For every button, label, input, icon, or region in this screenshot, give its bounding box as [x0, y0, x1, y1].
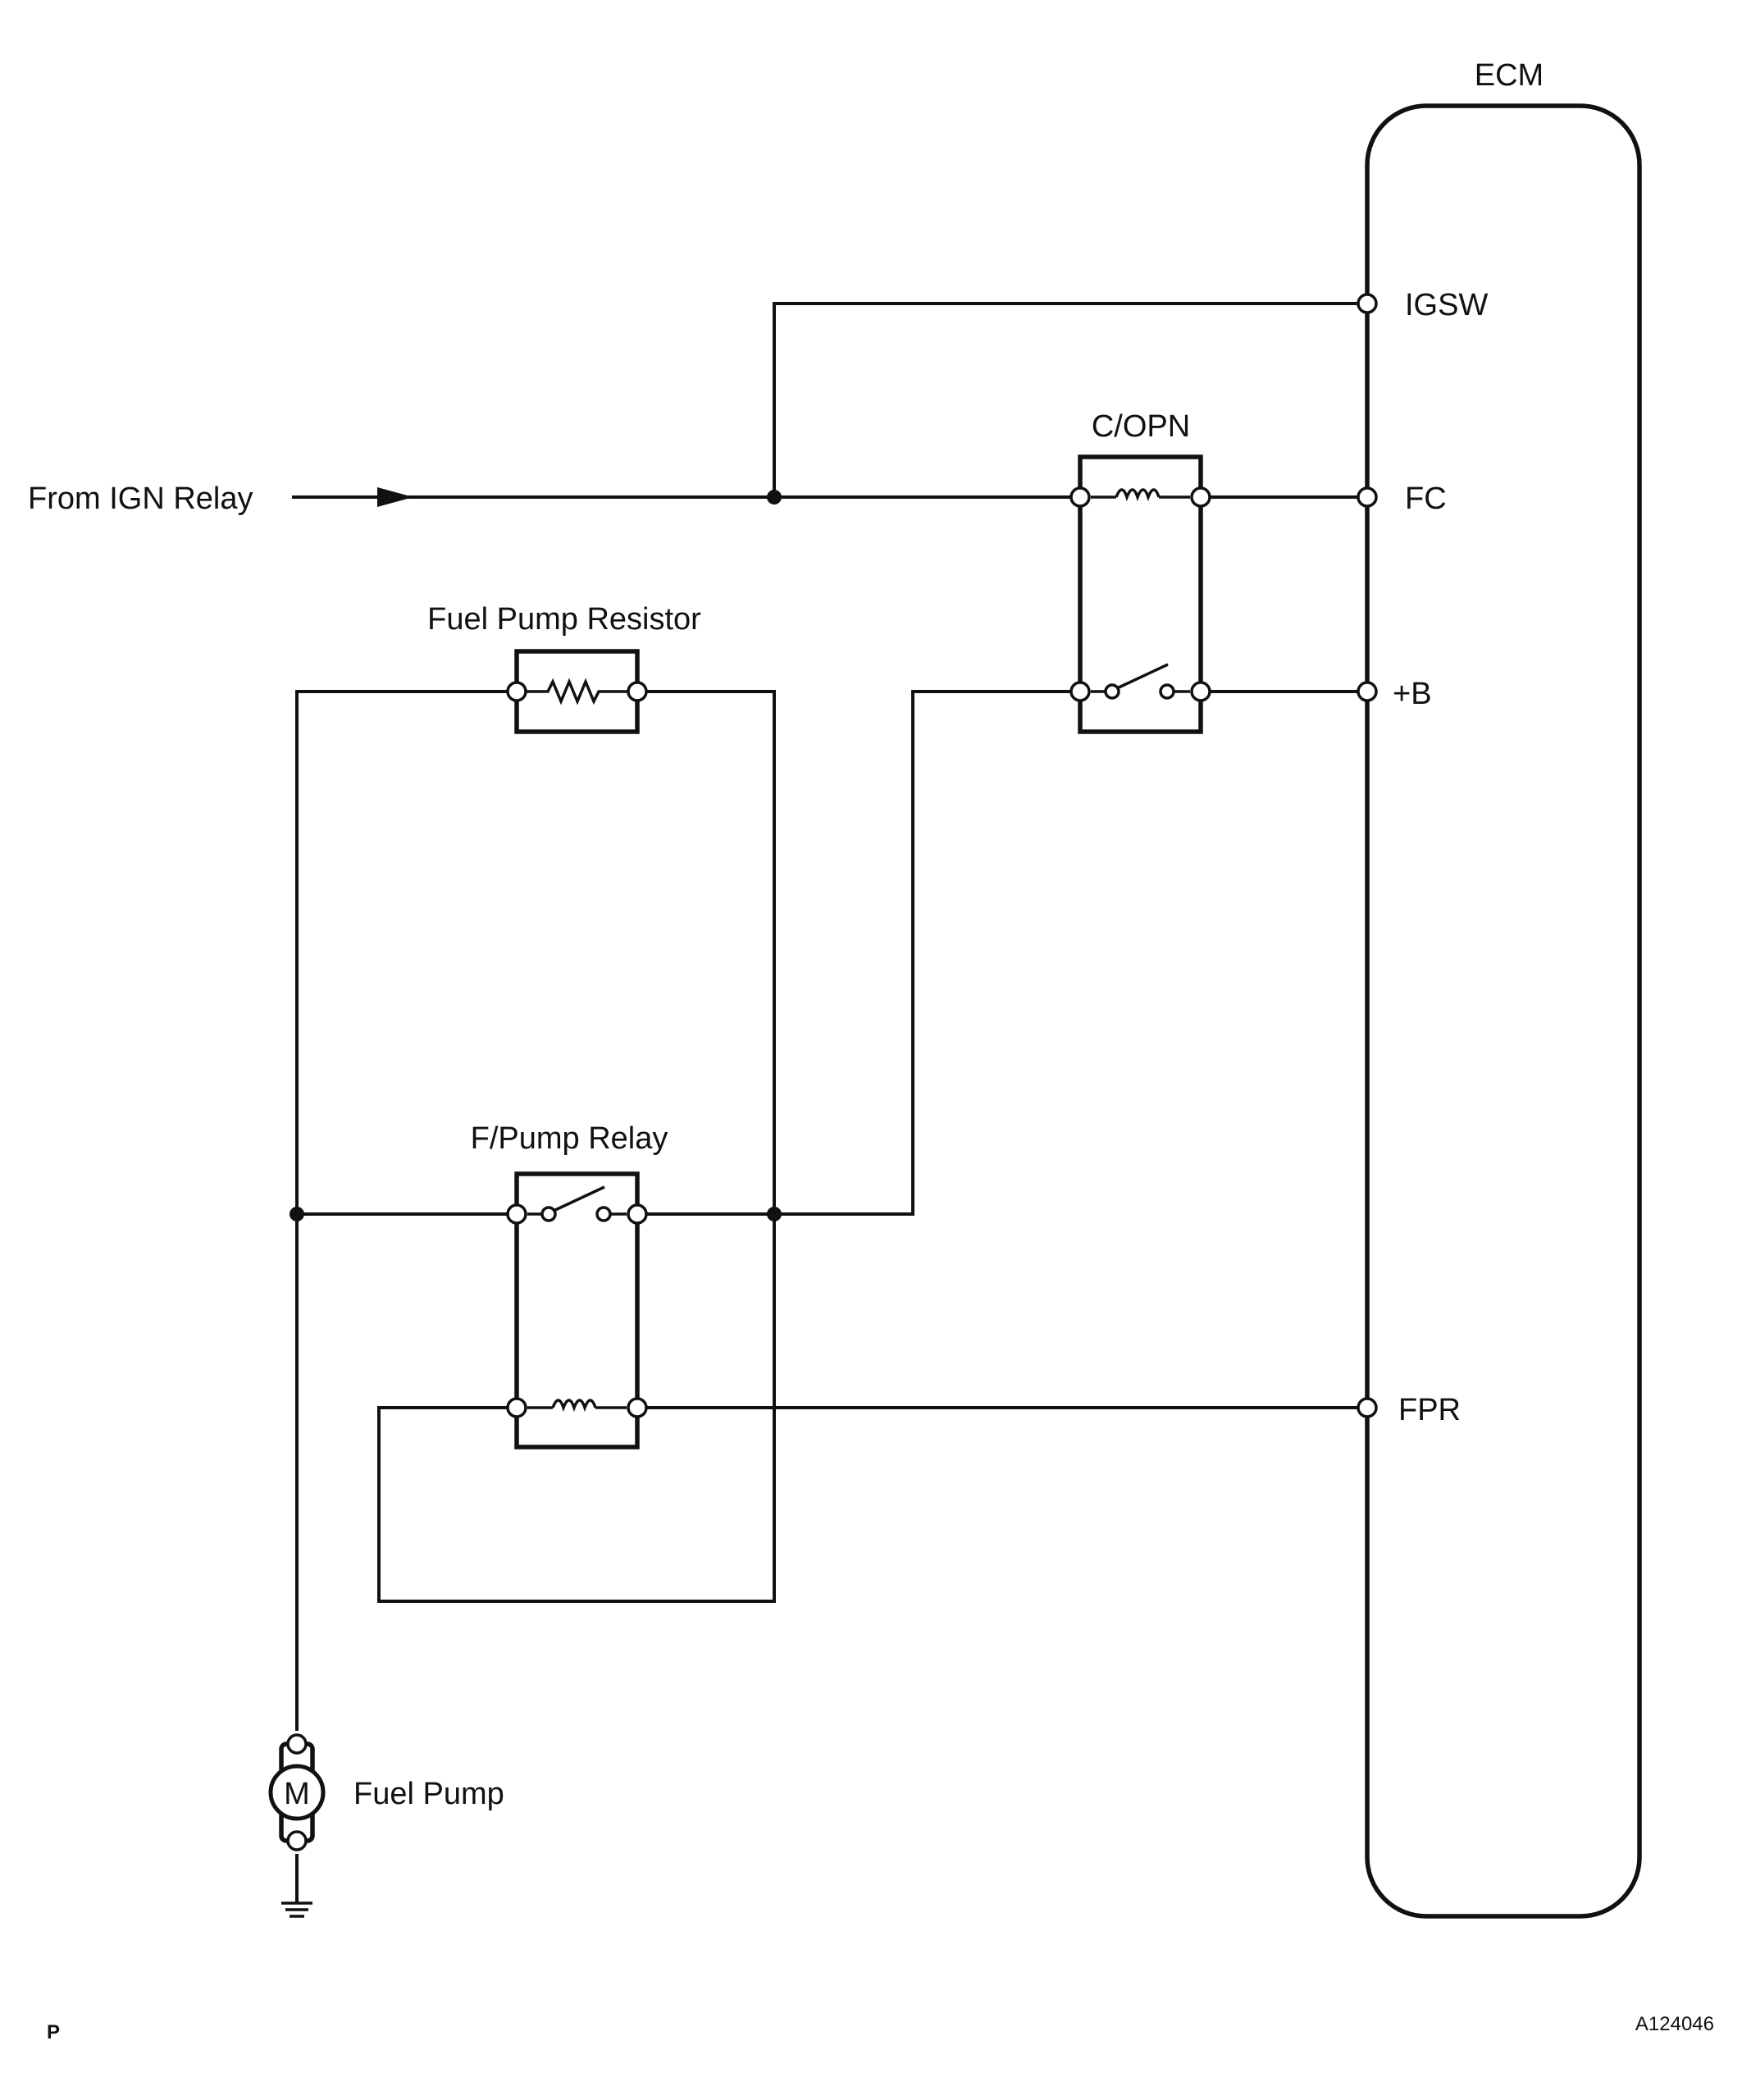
- junctions: [290, 490, 782, 1221]
- copn-switch-terminal-left: [1069, 681, 1091, 702]
- ground-icon: [281, 1901, 312, 1918]
- wire-coil-loop: [377, 1212, 776, 1603]
- wires: [292, 302, 1360, 1903]
- terminal-fpr: [1357, 1397, 1378, 1418]
- footer-right: A124046: [1635, 2013, 1714, 2035]
- arrow-head-icon: [377, 487, 413, 507]
- from-ign-relay-label: From IGN Relay: [28, 482, 253, 516]
- copn-switch-terminal-right: [1190, 681, 1211, 702]
- ecm-label: ECM: [1475, 58, 1544, 93]
- igsw-label: IGSW: [1405, 288, 1488, 322]
- plus-b-label: +B: [1393, 677, 1432, 711]
- copn-coil-terminal-left: [1069, 486, 1091, 508]
- fuel-pump-resistor-label: Fuel Pump Resistor: [427, 602, 701, 637]
- junction-igsw: [767, 490, 782, 504]
- copn-coil-terminal-right: [1190, 486, 1211, 508]
- ecm-body: [1365, 103, 1642, 1919]
- ecm-unit: ECM: [1365, 58, 1642, 1919]
- copn-switch-icon: [1091, 663, 1190, 700]
- terminal-fc: [1357, 486, 1378, 508]
- fpr-label: FPR: [1398, 1393, 1461, 1427]
- resistor-icon: [527, 678, 627, 705]
- wire-copn-to-relay: [773, 690, 1071, 1216]
- fpump-coil-terminal-left: [506, 1397, 527, 1418]
- fpump-switch-terminal-left: [506, 1203, 527, 1225]
- fuel-pump: M Fuel Pump: [268, 1733, 504, 1851]
- ecm-terminals: IGSW FC +B FPR: [1357, 288, 1488, 1427]
- wire-resistor-left: [295, 690, 510, 1731]
- wire-resistor-right: [643, 690, 776, 1216]
- wire-igsw: [773, 302, 1360, 499]
- fpump-relay: F/Pump Relay: [471, 1121, 668, 1449]
- fpump-relay-label: F/Pump Relay: [471, 1121, 668, 1156]
- fpump-switch-icon: [527, 1185, 627, 1222]
- copn-relay-body: [1078, 454, 1203, 734]
- copn-label: C/OPN: [1092, 409, 1190, 444]
- terminal-igsw: [1357, 293, 1378, 314]
- junction-relay-right: [767, 1207, 782, 1221]
- terminal-plus-b: [1357, 681, 1378, 702]
- fuel-pump-resistor: Fuel Pump Resistor: [427, 602, 701, 734]
- resistor-terminal-left: [506, 681, 527, 702]
- motor-icon: [268, 1764, 326, 1821]
- fuel-pump-terminal-bottom: [286, 1830, 308, 1851]
- fuel-pump-label: Fuel Pump: [353, 1777, 504, 1811]
- fpump-switch-terminal-right: [627, 1203, 648, 1225]
- resistor-terminal-right: [627, 681, 648, 702]
- fpump-coil-terminal-right: [627, 1397, 648, 1418]
- fc-label: FC: [1405, 482, 1447, 516]
- copn-coil-icon: [1091, 488, 1190, 502]
- fuel-pump-terminal-top: [286, 1733, 308, 1755]
- copn-relay: C/OPN: [1069, 409, 1211, 734]
- arrow-from-ign: [292, 487, 413, 507]
- footer-left: P: [47, 2021, 60, 2043]
- fpump-coil-icon: [527, 1399, 627, 1413]
- motor-letter: M: [284, 1777, 310, 1811]
- junction-relay-left: [290, 1207, 304, 1221]
